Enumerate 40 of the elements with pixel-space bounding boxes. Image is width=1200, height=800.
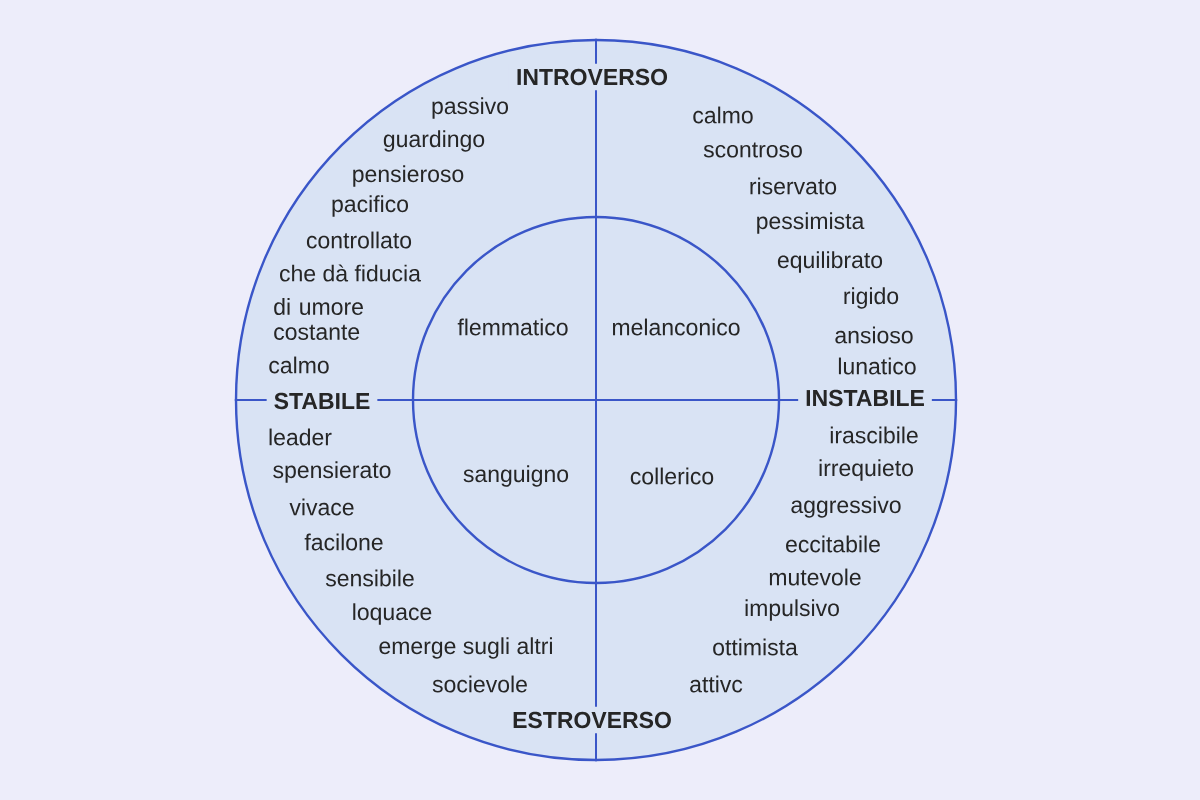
trait-word: aggressivo <box>791 496 901 518</box>
temperament-label: flemmatico <box>457 318 568 336</box>
trait-word: vivace <box>289 498 354 516</box>
axis-label: ESTROVERSO <box>505 706 679 734</box>
trait-word: calmo <box>693 106 753 124</box>
trait-word: ottimista <box>713 638 798 656</box>
trait-word: mutevole <box>769 568 861 586</box>
trait-word: irascibile <box>830 426 918 444</box>
trait-word: impulsivo <box>745 599 839 621</box>
trait-word: calmo <box>269 356 329 374</box>
trait-word: irrequieto <box>819 459 913 481</box>
temperament-label: collerico <box>630 467 714 485</box>
trait-word: facilone <box>304 533 383 551</box>
trait-word: leader <box>269 428 332 446</box>
trait-word: che dà fiducia <box>280 264 421 282</box>
trait-word: guardingo <box>383 130 485 152</box>
axis-label: STABILE <box>266 387 378 415</box>
trait-word: passivo <box>432 97 508 119</box>
trait-word: pacifico <box>332 195 408 217</box>
trait-word: emerge sugli altri <box>379 637 552 659</box>
trait-word: lunatico <box>838 357 916 375</box>
trait-word: pessimista <box>757 212 865 234</box>
trait-word: pensieroso <box>353 165 464 187</box>
trait-word: scontroso <box>703 142 802 158</box>
temperament-label: sanguigno <box>463 465 569 487</box>
trait-word: riservato <box>750 177 837 195</box>
trait-word: ansioso <box>835 326 913 344</box>
trait-word: eccitabile <box>786 535 880 553</box>
axis-label: INSTABILE <box>798 384 932 412</box>
trait-word: loquace <box>353 603 432 625</box>
trait-word: attivc <box>690 675 743 693</box>
trait-word: equilibrato <box>777 251 883 273</box>
axis-label: INTROVERSO <box>508 63 676 91</box>
trait-word: controllato <box>306 231 412 249</box>
trait-word: spensierato <box>273 461 391 483</box>
trait-word: socievole <box>432 675 527 693</box>
trait-word: sensibile <box>325 569 414 587</box>
temperament-label: melanconico <box>612 318 740 336</box>
trait-word: rigido <box>844 287 899 309</box>
outer-circle <box>234 38 958 762</box>
